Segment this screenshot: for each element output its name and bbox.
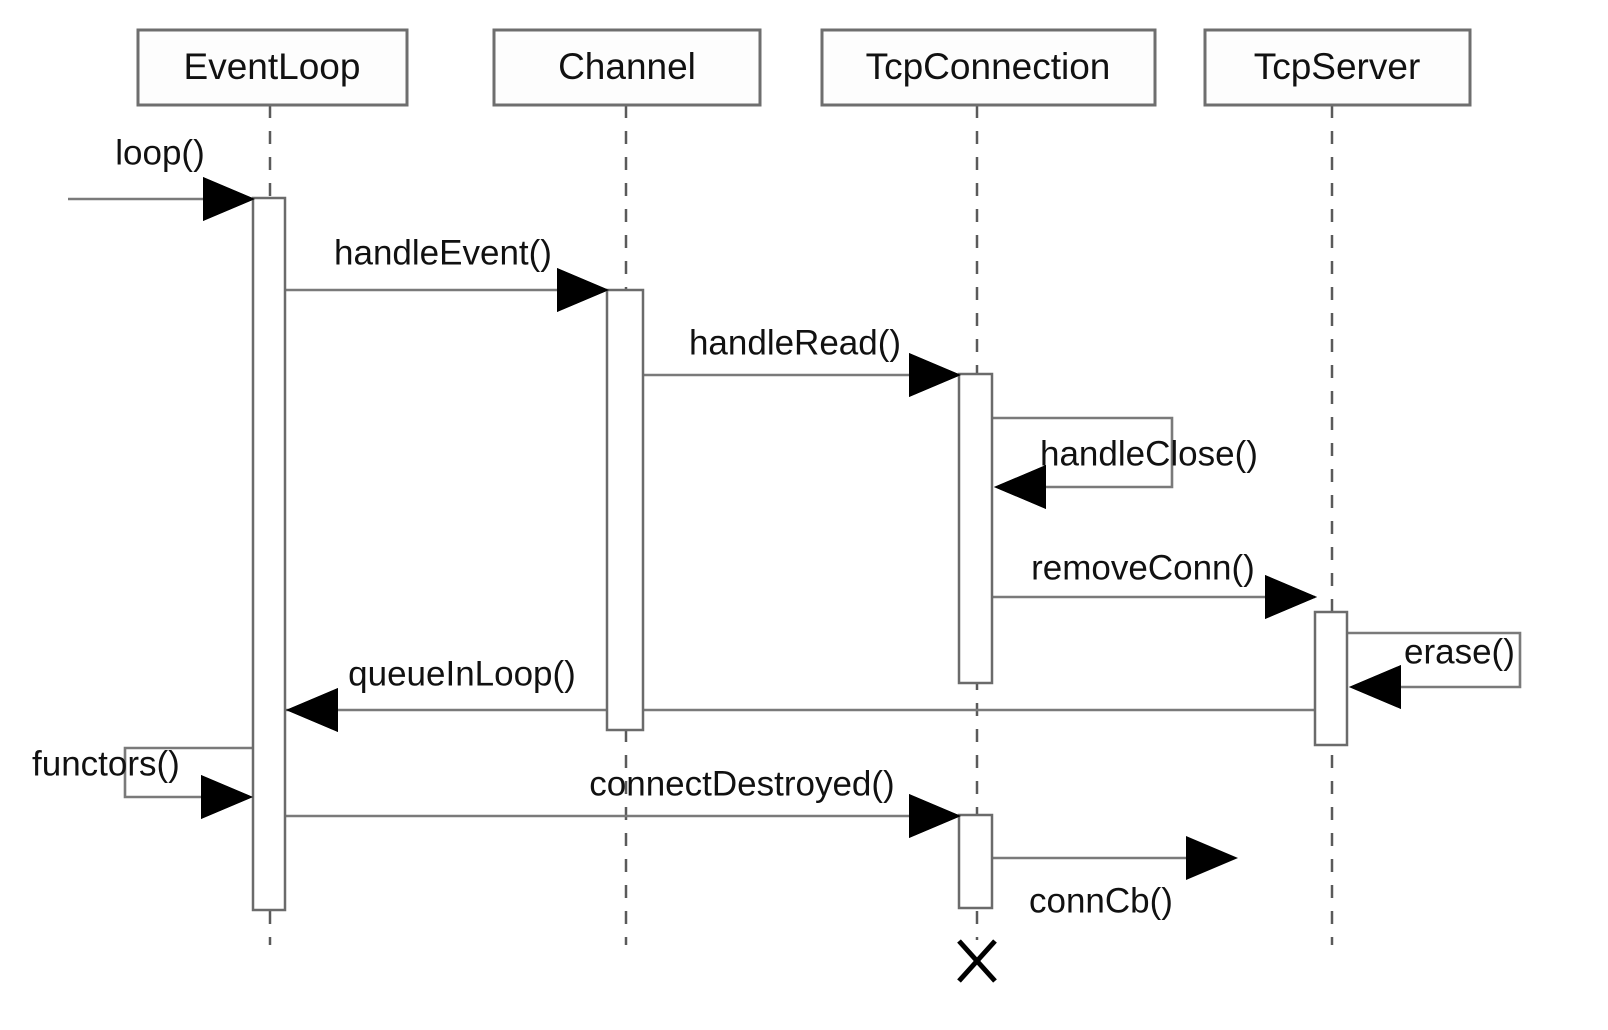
participant-tcpconnection[interactable]: TcpConnection xyxy=(820,28,1157,107)
activation-bar-tcpconnection-2[interactable] xyxy=(957,813,994,910)
participant-label-channel: Channel xyxy=(558,46,696,87)
participant-tcpserver[interactable]: TcpServer xyxy=(1203,28,1472,107)
participant-box-tcpconnection xyxy=(820,28,1157,107)
arrow-head-erase-overlay xyxy=(1349,665,1401,709)
participant-label-tcpconnection: TcpConnection xyxy=(866,46,1111,87)
participant-box-eventloop xyxy=(136,28,409,107)
participant-headers-group: EventLoop Channel TcpConnection TcpServe… xyxy=(136,28,1472,107)
participant-label-tcpserver: TcpServer xyxy=(1254,46,1421,87)
arrow-head-handle-read-overlay xyxy=(909,353,961,397)
message-label-handle-close: handleClose() xyxy=(1040,434,1258,473)
message-label-remove-conn: removeConn() xyxy=(1031,548,1255,587)
destruction-marker-tcpconnection xyxy=(957,939,997,983)
activation-bar-channel[interactable] xyxy=(605,288,645,732)
activation-bar-tcpserver[interactable] xyxy=(1313,610,1349,747)
message-label-loop: loop() xyxy=(115,133,204,172)
lifelines-group xyxy=(268,105,1334,945)
activation-bar-tcpconnection-1[interactable] xyxy=(957,372,994,685)
arrow-head-handle-event-overlay xyxy=(557,268,609,312)
arrow-head-remove-conn-overlay xyxy=(1265,575,1317,619)
activation-bars-group xyxy=(251,196,1349,912)
message-label-connect-destroyed: connectDestroyed() xyxy=(589,764,894,803)
message-label-conn-cb: connCb() xyxy=(1029,881,1173,920)
arrow-head-connect-destroyed-overlay xyxy=(909,794,961,838)
message-line-handle-close xyxy=(992,416,1174,489)
participant-box-channel xyxy=(492,28,762,107)
message-label-erase: erase() xyxy=(1404,632,1515,671)
arrow-head-handle-close-overlay xyxy=(994,465,1046,509)
arrow-heads-overlay xyxy=(201,177,1401,838)
arrow-head-functors-overlay xyxy=(201,775,253,819)
message-conn-cb[interactable]: connCb() xyxy=(992,836,1238,920)
participant-box-tcpserver xyxy=(1203,28,1472,107)
message-label-handle-read: handleRead() xyxy=(689,323,901,362)
message-label-handle-event: handleEvent() xyxy=(334,233,552,272)
participant-eventloop[interactable]: EventLoop xyxy=(136,28,409,107)
message-label-queue-in-loop: queueInLoop() xyxy=(348,654,576,693)
arrow-head-loop-overlay xyxy=(203,177,255,221)
message-line-erase xyxy=(1347,631,1522,689)
destroy-x-stroke-2 xyxy=(957,939,997,983)
participant-label-eventloop: EventLoop xyxy=(184,46,361,87)
message-erase[interactable]: erase() xyxy=(1347,631,1522,709)
arrow-head-queue-in-loop-overlay xyxy=(286,688,338,732)
message-line-functors xyxy=(123,746,253,799)
message-connect-destroyed[interactable]: connectDestroyed() xyxy=(285,764,961,838)
message-queue-in-loop[interactable]: queueInLoop() xyxy=(285,654,1315,732)
participant-channel[interactable]: Channel xyxy=(492,28,762,107)
message-label-functors: functors() xyxy=(32,744,180,783)
activation-bar-eventloop[interactable] xyxy=(251,196,287,912)
arrow-head-conn-cb xyxy=(1186,836,1238,880)
message-handle-read[interactable]: handleRead() xyxy=(643,323,961,397)
